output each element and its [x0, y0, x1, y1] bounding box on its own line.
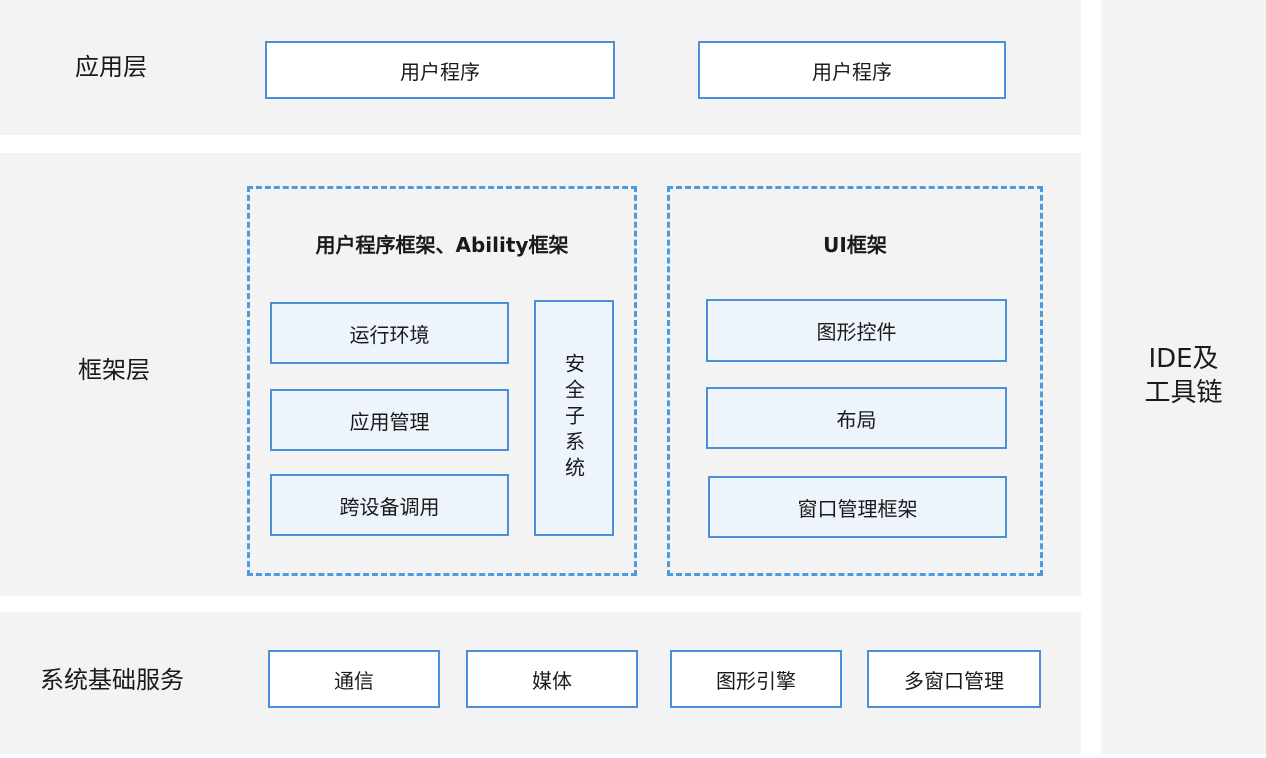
app-layer-label: 应用层: [75, 53, 147, 81]
graphics-engine-box: 图形引擎: [670, 650, 842, 708]
ide-toolchain-band: [1101, 0, 1266, 754]
ide-label-line1: IDE及: [1148, 344, 1219, 374]
media-box: 媒体: [466, 650, 638, 708]
layout-box: 布局: [706, 387, 1007, 449]
ide-label-line2: 工具链: [1144, 378, 1223, 408]
communication-box: 通信: [268, 650, 440, 708]
ui-framework-title: UI框架: [823, 233, 887, 257]
security-subsystem-label: 安全子系统: [561, 353, 586, 483]
ui-framework-group: [667, 186, 1043, 576]
app-framework-group: [247, 186, 637, 576]
security-subsystem-box: 安全子系统: [534, 300, 614, 536]
graphic-controls-box: 图形控件: [706, 299, 1007, 362]
user-program-box-1: 用户程序: [265, 41, 615, 99]
multi-window-management-box: 多窗口管理: [867, 650, 1041, 708]
app-framework-title: 用户程序框架、Ability框架: [315, 233, 569, 257]
ide-toolchain-label: IDE及 工具链: [1101, 342, 1266, 410]
framework-layer-label: 框架层: [78, 356, 150, 384]
system-layer-label: 系统基础服务: [40, 666, 184, 694]
window-management-framework-box: 窗口管理框架: [708, 476, 1007, 538]
app-management-box: 应用管理: [270, 389, 509, 451]
runtime-environment-box: 运行环境: [270, 302, 509, 364]
user-program-box-2: 用户程序: [698, 41, 1006, 99]
cross-device-call-box: 跨设备调用: [270, 474, 509, 536]
